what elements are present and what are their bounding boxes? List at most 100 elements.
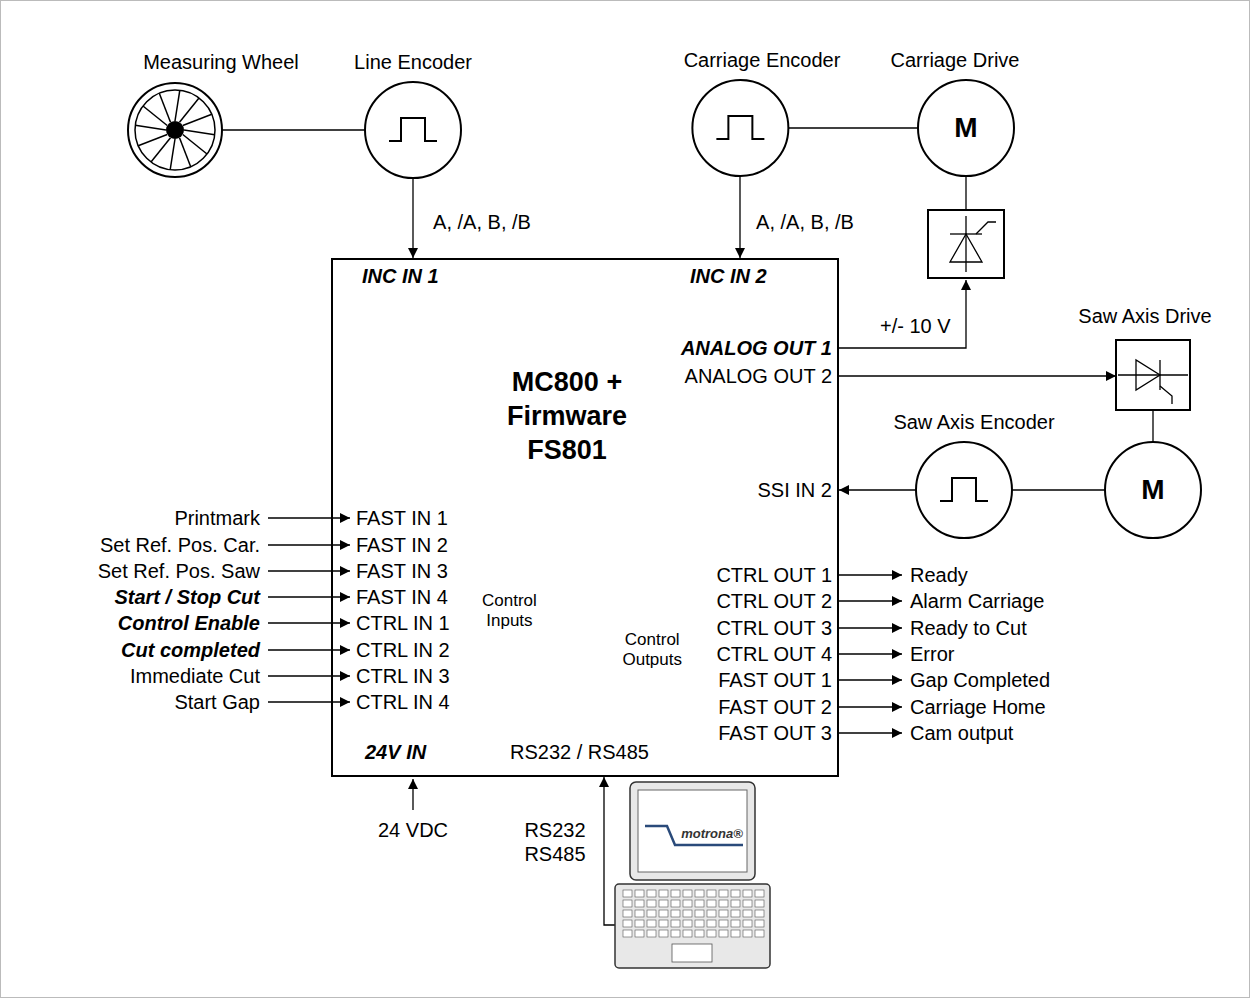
signal-name: Ready to Cut <box>910 616 1027 640</box>
keyboard-key <box>743 930 752 937</box>
input-wire <box>268 649 350 650</box>
output-wire <box>839 653 902 654</box>
signal-name: Set Ref. Pos. Saw <box>98 559 260 583</box>
keyboard-key <box>659 900 668 907</box>
wheel-spoke <box>175 90 180 121</box>
keyboard-key <box>683 920 692 927</box>
port-name: RS232 / RS485 <box>510 740 649 764</box>
connector-line <box>1012 489 1105 490</box>
wheel-spoke <box>170 139 175 170</box>
output-wire <box>839 600 902 601</box>
input-wire <box>268 701 350 702</box>
node-heading: Line Encoder <box>354 50 472 74</box>
motor-wire <box>965 176 966 210</box>
port-name: 24V IN <box>365 740 426 764</box>
keyboard-key <box>743 910 752 917</box>
node-heading: Carriage Encoder <box>684 48 841 72</box>
outline-circle <box>692 80 788 176</box>
port-name: CTRL OUT 4 <box>716 642 832 666</box>
thyristor-box <box>928 210 1004 278</box>
wheel-spoke <box>183 135 207 155</box>
keyboard-key <box>647 890 656 897</box>
keyboard-key <box>635 920 644 927</box>
thyristor-gate <box>1160 386 1172 404</box>
pulse-symbol <box>940 478 988 501</box>
port-name: CTRL OUT 3 <box>716 616 832 640</box>
analog-wire <box>839 280 966 348</box>
thyristor-symbol <box>1159 360 1160 390</box>
keyboard-key <box>647 930 656 937</box>
port-name: SSI IN 2 <box>758 478 832 502</box>
laptop-display <box>638 790 747 872</box>
keyboard-key <box>635 930 644 937</box>
signal-name: Start / Stop Cut <box>114 585 260 609</box>
laptop-keyboard <box>615 884 770 968</box>
signal-name: Immediate Cut <box>130 664 260 688</box>
group-label: Control Inputs <box>482 591 537 632</box>
keyboard-key <box>683 930 692 937</box>
keyboard-key <box>719 930 728 937</box>
laptop-icon: motrona® <box>612 778 774 972</box>
outline-circle <box>365 82 461 178</box>
input-wire <box>268 570 350 571</box>
keyboard-key <box>719 890 728 897</box>
port-name: INC IN 1 <box>362 264 439 288</box>
port-name: FAST IN 4 <box>356 585 448 609</box>
carriage-thyristor-unit <box>839 176 1004 348</box>
wheel-spoke <box>183 114 212 125</box>
signal-name: Control Enable <box>118 611 260 635</box>
node-heading: Measuring Wheel <box>143 50 299 74</box>
keyboard-key <box>695 930 704 937</box>
keyboard-key <box>623 890 632 897</box>
keyboard-key <box>683 900 692 907</box>
keyboard-key <box>647 920 656 927</box>
drive-box <box>1116 340 1190 410</box>
signal-name: Cam output <box>910 721 1013 745</box>
laptop-screen <box>630 782 755 880</box>
keyboard-key <box>755 920 764 927</box>
wheel-hub <box>166 121 184 139</box>
keyboard-key <box>755 900 764 907</box>
voltage-label: +/- 10 V <box>880 314 951 338</box>
connector-line <box>222 129 365 130</box>
keyboard-key <box>647 900 656 907</box>
keyboard-key <box>623 900 632 907</box>
motor-letter: M <box>954 111 977 145</box>
logo-mark <box>645 826 743 845</box>
node-heading: Carriage Drive <box>891 48 1020 72</box>
pulse-symbol <box>716 116 764 139</box>
thyristor-symbol <box>1136 360 1160 390</box>
thyristor-symbol <box>950 234 982 262</box>
input-wire <box>268 544 350 545</box>
port-name: CTRL IN 2 <box>356 638 450 662</box>
keyboard-key <box>707 890 716 897</box>
port-name: CTRL IN 1 <box>356 611 450 635</box>
keyboard-key <box>731 920 740 927</box>
port-name: FAST IN 1 <box>356 506 448 530</box>
motor-circle: Carriage DriveM <box>880 44 1030 178</box>
connector-label: A, /A, B, /B <box>754 210 856 234</box>
port-name: FAST OUT 2 <box>718 695 832 719</box>
port-name: FAST OUT 3 <box>718 721 832 745</box>
keyboard-key <box>707 930 716 937</box>
keyboard-key <box>731 910 740 917</box>
thyristor-symbol <box>965 216 966 272</box>
connector-line <box>739 176 740 258</box>
keyboard-key <box>635 910 644 917</box>
input-wire <box>268 517 350 518</box>
thyristor-gate <box>976 222 996 234</box>
keyboard-key <box>707 920 716 927</box>
output-wire <box>839 706 902 707</box>
keyboard-key <box>623 930 632 937</box>
wheel-rim <box>135 90 215 170</box>
signal-name: Start Gap <box>174 690 260 714</box>
outline-circle <box>1105 442 1201 538</box>
port-name: CTRL OUT 2 <box>716 589 832 613</box>
connector-line <box>788 127 918 128</box>
wheel-spoke <box>184 130 215 135</box>
drive-box: Saw Axis Drive <box>1070 300 1230 414</box>
outline-circle <box>918 80 1014 176</box>
output-wire <box>839 679 902 680</box>
